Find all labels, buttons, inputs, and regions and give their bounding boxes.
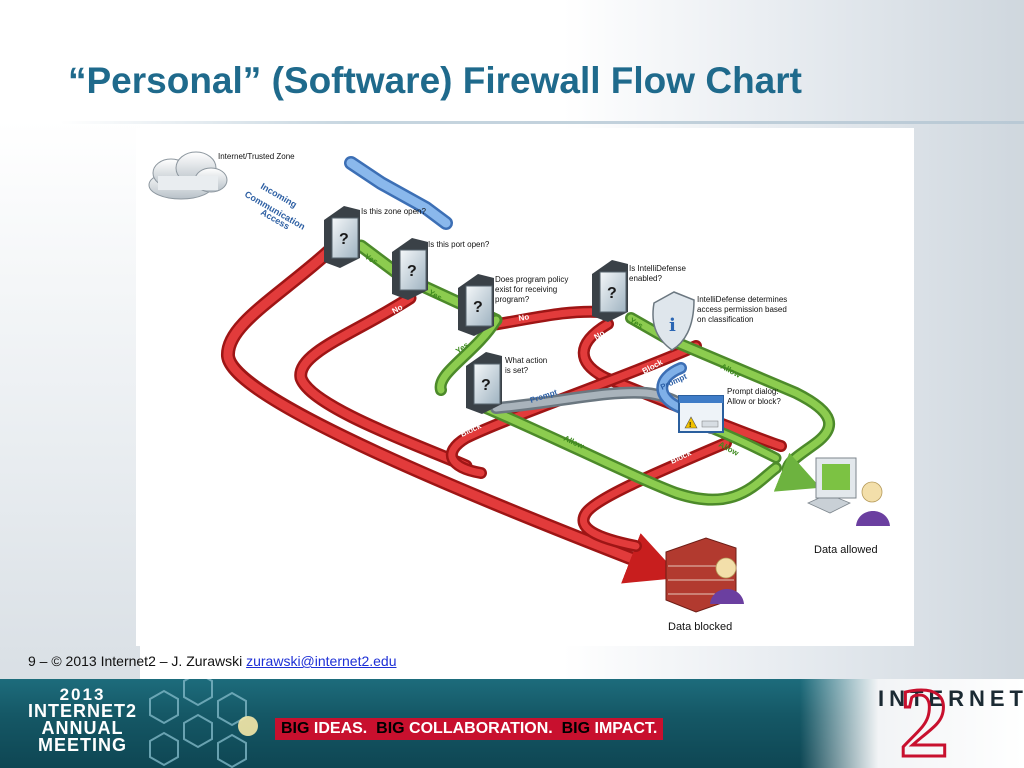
intellidefense-question-doc: ? bbox=[592, 260, 628, 322]
meeting-annual: ANNUAL bbox=[41, 718, 124, 738]
policy-question-doc: ? bbox=[458, 274, 494, 336]
internet2-logo: INTERNET® bbox=[878, 686, 1024, 712]
hexagon-shape bbox=[183, 713, 213, 749]
slide-title: “Personal” (Software) Firewall Flow Char… bbox=[68, 60, 802, 101]
question-mark-icon: ? bbox=[339, 231, 349, 248]
title-divider bbox=[60, 121, 1024, 124]
banner-right-fade bbox=[800, 679, 1024, 768]
internet2-swoosh-2: 2 bbox=[898, 666, 951, 768]
hexagon-shape bbox=[149, 731, 179, 767]
question-mark-icon: ? bbox=[607, 285, 617, 302]
meeting-org: INTERNET2 bbox=[28, 701, 138, 721]
q-zone-label: Is this zone open? bbox=[361, 207, 426, 216]
brick-wall-user-icon bbox=[665, 537, 744, 613]
q-intelli-line-2: enabled? bbox=[629, 274, 662, 283]
intelli-determines-label: IntelliDefense determines access permiss… bbox=[697, 295, 787, 324]
logo-two: 2 bbox=[899, 667, 949, 768]
data-allowed-label: Data allowed bbox=[814, 544, 878, 556]
no-label: No bbox=[518, 312, 530, 323]
q-intelli-line-1: Is IntelliDefense bbox=[629, 264, 686, 273]
prompt-dialog-label: Prompt dialog: Allow or block? bbox=[727, 387, 781, 406]
footer-credit: 9 – © 2013 Internet2 – J. Zurawski zuraw… bbox=[28, 653, 397, 669]
lightbulb-icon bbox=[238, 716, 258, 736]
info-mark: i bbox=[669, 315, 676, 336]
q-policy-line-2: exist for receiving bbox=[495, 285, 557, 294]
question-mark-icon: ? bbox=[481, 377, 491, 394]
intelli-det-line-3: on classification bbox=[697, 315, 753, 324]
info-shield-icon: i bbox=[652, 291, 695, 351]
hexagon-shape bbox=[183, 679, 213, 707]
computer-user-icon bbox=[807, 457, 890, 526]
prompt-dialog-icon: ! bbox=[678, 395, 724, 433]
no-label: No bbox=[323, 273, 337, 286]
tagline-big-3: BIG bbox=[561, 720, 591, 737]
cloud-icon bbox=[148, 151, 228, 200]
warning-mark: ! bbox=[689, 422, 691, 429]
prompt-dialog-line-1: Prompt dialog: bbox=[727, 387, 779, 396]
q-action-line-1: What action bbox=[505, 356, 547, 365]
meeting-year: 2013 bbox=[59, 685, 106, 704]
q-action-line-2: is set? bbox=[505, 366, 529, 375]
data-blocked-label: Data blocked bbox=[668, 621, 732, 633]
port-question-doc: ? bbox=[392, 238, 428, 300]
hexagon-pattern bbox=[149, 679, 258, 768]
email-link[interactable]: zurawski@internet2.edu bbox=[246, 653, 397, 669]
intelli-det-line-2: access permission based bbox=[697, 305, 787, 314]
no-paths bbox=[221, 233, 787, 584]
tagline-impact: IMPACT. bbox=[590, 720, 658, 737]
left-gradient bbox=[0, 120, 140, 680]
flowchart-panel: Internet/Trusted Zone Incoming Communica… bbox=[136, 128, 914, 646]
intelli-det-line-1: IntelliDefense determines bbox=[697, 295, 787, 304]
annual-meeting-logo: 2013 INTERNET2 ANNUAL MEETING bbox=[28, 686, 137, 754]
tagline-ideas: IDEAS. bbox=[309, 720, 368, 737]
tagline-big-1: BIG bbox=[281, 720, 310, 737]
logo-text: INTERNET bbox=[878, 686, 1024, 711]
q-action-label: What action is set? bbox=[505, 356, 547, 375]
hexagon-shape bbox=[217, 733, 247, 768]
tagline-collaboration: COLLABORATION. bbox=[404, 720, 553, 737]
q-policy-label: Does program policy exist for receiving … bbox=[495, 275, 568, 304]
tagline-big-2: BIG bbox=[376, 720, 405, 737]
path-labels: Yes Yes Yes Yes No No No No Block Block … bbox=[323, 252, 743, 466]
question-mark-icon: ? bbox=[473, 299, 483, 316]
tagline: BIG IDEAS. BIG COLLABORATION. BIG IMPACT… bbox=[275, 718, 664, 740]
q-intelli-label: Is IntelliDefense enabled? bbox=[629, 264, 686, 283]
prompt-dialog-line-2: Allow or block? bbox=[727, 397, 781, 406]
incoming-label: Incoming Communication Access bbox=[243, 181, 307, 232]
action-question-doc: ? bbox=[466, 352, 502, 414]
zone-label: Internet/Trusted Zone bbox=[218, 152, 295, 161]
firewall-flowchart: Internet/Trusted Zone Incoming Communica… bbox=[148, 151, 890, 633]
meeting-meeting: MEETING bbox=[38, 735, 128, 755]
q-policy-line-3: program? bbox=[495, 295, 530, 304]
zone-question-doc: ? bbox=[324, 206, 360, 268]
q-port-label: Is this port open? bbox=[428, 240, 490, 249]
q-policy-line-1: Does program policy bbox=[495, 275, 568, 284]
credit-text: 9 – © 2013 Internet2 – J. Zurawski bbox=[28, 653, 247, 669]
hexagon-shape bbox=[149, 689, 179, 725]
question-mark-icon: ? bbox=[407, 263, 417, 280]
